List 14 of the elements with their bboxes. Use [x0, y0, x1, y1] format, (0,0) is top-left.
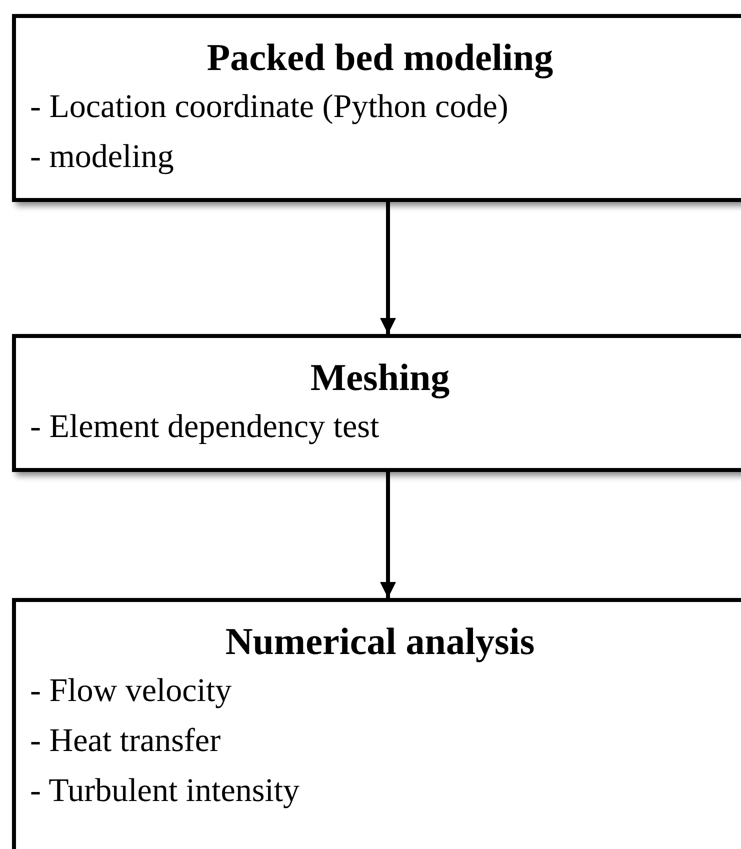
arrow: [380, 472, 396, 598]
list-item: - Element dependency test: [30, 408, 380, 447]
process-box: [12, 334, 741, 472]
box-heading: Meshing: [309, 356, 451, 401]
box-heading: Packed bed modeling: [206, 36, 554, 81]
arrow: [380, 202, 396, 334]
process-box: [12, 598, 741, 849]
list-item: - Flow velocity: [30, 672, 232, 711]
box-heading: Numerical analysis: [224, 620, 536, 665]
process-box: [12, 14, 741, 202]
list-item: - modeling: [30, 138, 174, 177]
list-item: - Heat transfer: [30, 722, 221, 761]
list-item: - Location coordinate (Python code): [30, 88, 508, 127]
list-item: - Turbulent intensity: [30, 772, 300, 811]
